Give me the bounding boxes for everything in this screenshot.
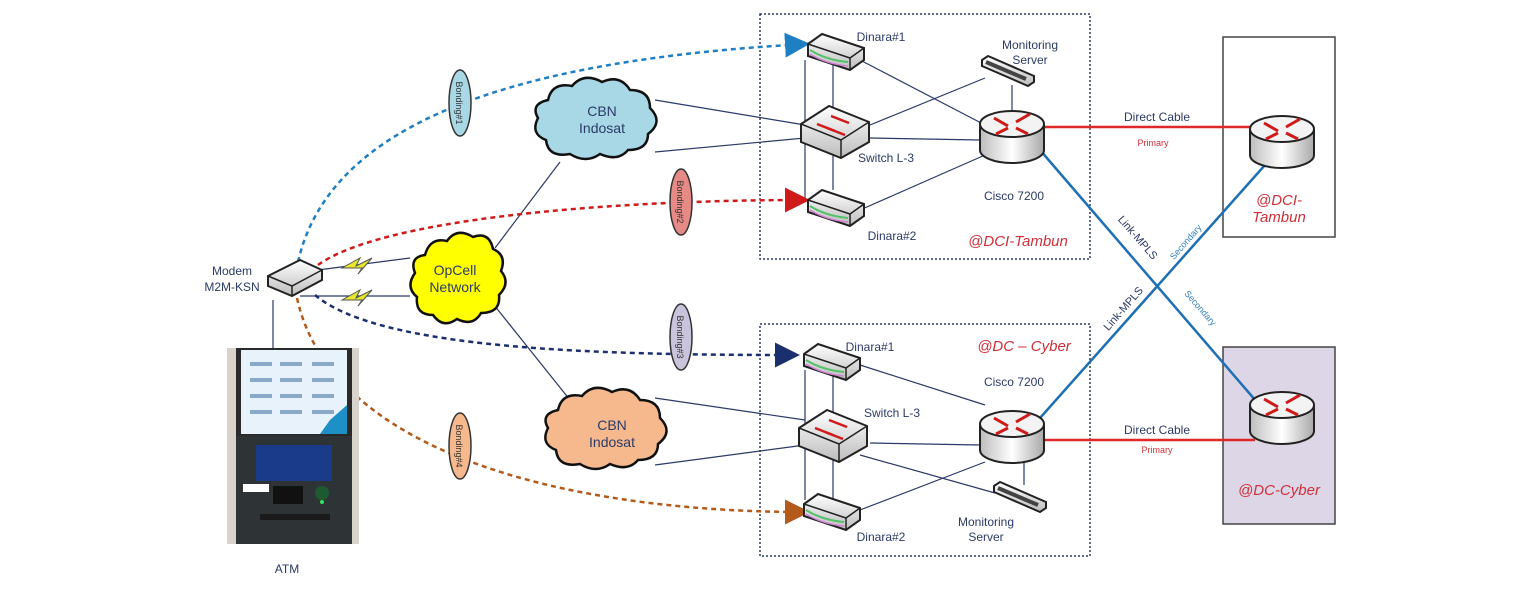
cloud-cbn-indosat-bottom: CBN Indosat (544, 386, 668, 471)
site-title-dci-tambun: @DCI-Tambun (968, 233, 1068, 250)
svg-text:Indosat: Indosat (589, 434, 635, 450)
remote-title-dc-cyber: @DC-Cyber (1238, 482, 1321, 499)
wireless-bolt-icon (340, 288, 373, 307)
monitoring-server-bottom-icon (992, 480, 1048, 514)
site-title-dc-cyber: @DC – Cyber (977, 338, 1072, 355)
dinara-2-bottom-label: Dinara#2 (857, 530, 906, 544)
dinara-1-top-icon (807, 33, 865, 71)
mpls-bottom-label: Link-MPLS (1102, 285, 1146, 333)
router-top-label: Cisco 7200 (984, 189, 1044, 203)
svg-text:Bonding#3: Bonding#3 (675, 315, 685, 358)
svg-text:CBN: CBN (587, 103, 617, 119)
site-frame-dci-tambun (759, 13, 1091, 260)
bonding-3-path (314, 294, 800, 368)
svg-text:Bonding#4: Bonding#4 (454, 424, 464, 467)
bonding-4-path (295, 297, 810, 525)
direct-cable-top-label: Direct Cable (1124, 110, 1190, 124)
remote-router-dc-cyber-icon (1248, 390, 1316, 446)
modem-device (267, 258, 323, 298)
dinara-2-bottom-icon (803, 493, 861, 531)
mpls-link-bottom (1039, 164, 1266, 419)
svg-text:OpCell: OpCell (434, 262, 477, 278)
links-dci-tambun (494, 59, 1013, 249)
svg-text:Indosat: Indosat (579, 120, 625, 136)
dinara-1-bottom-label: Dinara#1 (846, 340, 895, 354)
svg-text:Bonding#1: Bonding#1 (454, 81, 464, 124)
remote-router-dci-tambun-icon (1248, 114, 1316, 170)
remote-title-dci-tambun: @DCI- (1256, 192, 1302, 209)
switch-bottom-label: Switch L-3 (864, 406, 920, 420)
atm-label: ATM (275, 562, 299, 576)
svg-text:CBN: CBN (597, 417, 627, 433)
dinara-2-top-icon (807, 189, 865, 227)
bonding-1-path (296, 32, 810, 263)
primary-bottom-label: Primary (1142, 445, 1173, 455)
bonding-2-badge: Bonding#2 (669, 168, 693, 236)
cisco-7200-top-icon (978, 109, 1046, 165)
links-dc-cyber (489, 299, 1025, 511)
cisco-7200-bottom-icon (978, 409, 1046, 465)
bonding-1-badge: Bonding#1 (448, 69, 472, 137)
monitoring-top-label: Server (1012, 53, 1047, 67)
bonding-4-badge: Bonding#4 (448, 412, 472, 480)
svg-text:Bonding#2: Bonding#2 (675, 180, 685, 223)
mpls-link-top (1039, 149, 1263, 409)
switch-l3-bottom-icon (797, 408, 869, 464)
switch-top-label: Switch L-3 (858, 151, 914, 165)
remote-title-dci-tambun: Tambun (1252, 209, 1306, 226)
monitoring-bottom-label: Server (968, 530, 1003, 544)
wireless-bolt-icon (340, 256, 373, 275)
modem-label: M2M-KSN (204, 280, 259, 294)
dinara-1-top-label: Dinara#1 (857, 30, 906, 44)
atm-machine-image (227, 348, 359, 544)
dinara-2-top-label: Dinara#2 (868, 229, 917, 243)
cloud-cbn-indosat-top: CBN Indosat (534, 76, 658, 161)
router-bottom-label: Cisco 7200 (984, 375, 1044, 389)
primary-top-label: Primary (1138, 138, 1169, 148)
monitoring-bottom-label: Monitoring (958, 515, 1014, 529)
bonding-3-badge: Bonding#3 (669, 303, 693, 371)
mpls-top-label: Link-MPLS (1115, 214, 1159, 262)
modem-label: Modem (212, 264, 252, 278)
direct-cable-bottom-label: Direct Cable (1124, 423, 1190, 437)
bonding-2-path (317, 187, 810, 267)
svg-text:Network: Network (429, 279, 481, 295)
monitoring-top-label: Monitoring (1002, 38, 1058, 52)
cloud-opcell-network: OpCell Network (409, 231, 507, 325)
